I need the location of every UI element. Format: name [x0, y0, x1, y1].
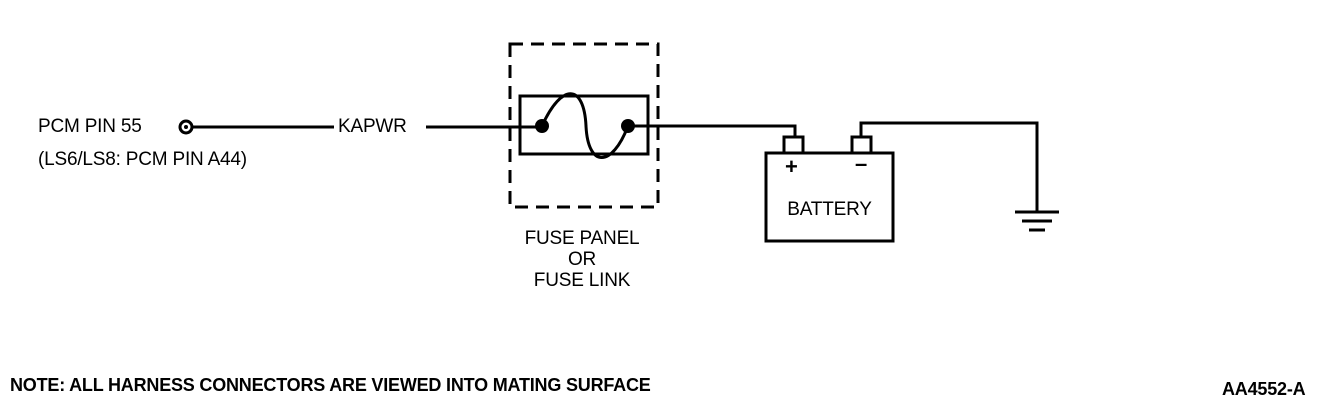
- fuse-panel-boundary: [508, 42, 660, 209]
- fuse-label-line3: FUSE LINK: [533, 270, 631, 291]
- circuit-name-label: KAPWR: [338, 116, 407, 137]
- fuse-terminal-left: [535, 119, 549, 133]
- battery-negative-sign: –: [855, 151, 868, 176]
- fuse-label-line1: FUSE PANEL: [524, 228, 640, 249]
- fuse-element-icon: [540, 92, 630, 159]
- wire-battery-to-ground: [859, 121, 1039, 212]
- footer-note: NOTE: ALL HARNESS CONNECTORS ARE VIEWED …: [10, 375, 651, 395]
- wire-fuse-to-battery: [628, 124, 797, 137]
- fuse-label-line2: OR: [567, 249, 597, 270]
- battery-label: BATTERY: [787, 199, 872, 220]
- pcm-pin-alt-label: (LS6/LS8: PCM PIN A44): [38, 149, 247, 170]
- battery-body: [764, 151, 895, 243]
- battery-positive-terminal: [782, 135, 805, 155]
- pcm-pin-dot: [184, 125, 188, 129]
- pcm-pin-label: PCM PIN 55: [38, 116, 142, 137]
- battery-positive-sign: +: [785, 154, 798, 179]
- ground-icon: [1015, 210, 1059, 232]
- figure-id: AA4552-A: [1222, 379, 1306, 399]
